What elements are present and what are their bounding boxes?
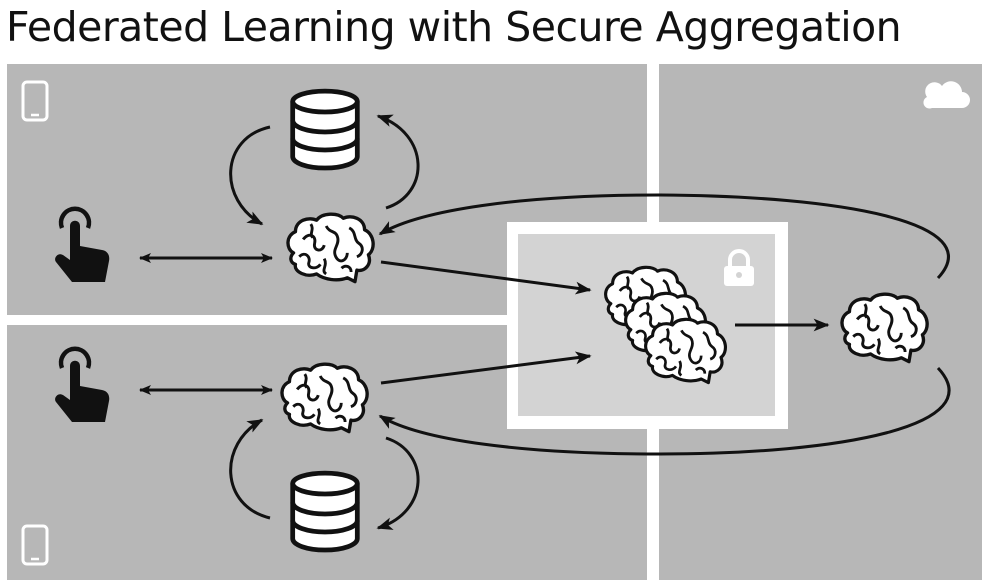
train-loop-bottom-right [376,436,420,530]
download-loop-top [378,193,950,280]
brain-icon [840,292,929,364]
brain-icon [286,212,375,284]
arrows [139,114,951,530]
train-loop-top-right [376,114,420,210]
brain-icon [643,317,728,385]
database-icon [293,91,358,168]
brain-icon [280,362,369,434]
upload-arrow-top [380,260,592,295]
upload-arrow-bottom [380,351,592,385]
download-loop-bottom [378,366,951,456]
database-icon [293,473,358,550]
train-loop-top-left [229,125,271,226]
page-title: Federated Learning with Secure Aggregati… [6,3,902,51]
train-loop-bottom-left [229,418,271,520]
lock-icon [724,249,754,286]
cloud-icon [923,81,970,109]
